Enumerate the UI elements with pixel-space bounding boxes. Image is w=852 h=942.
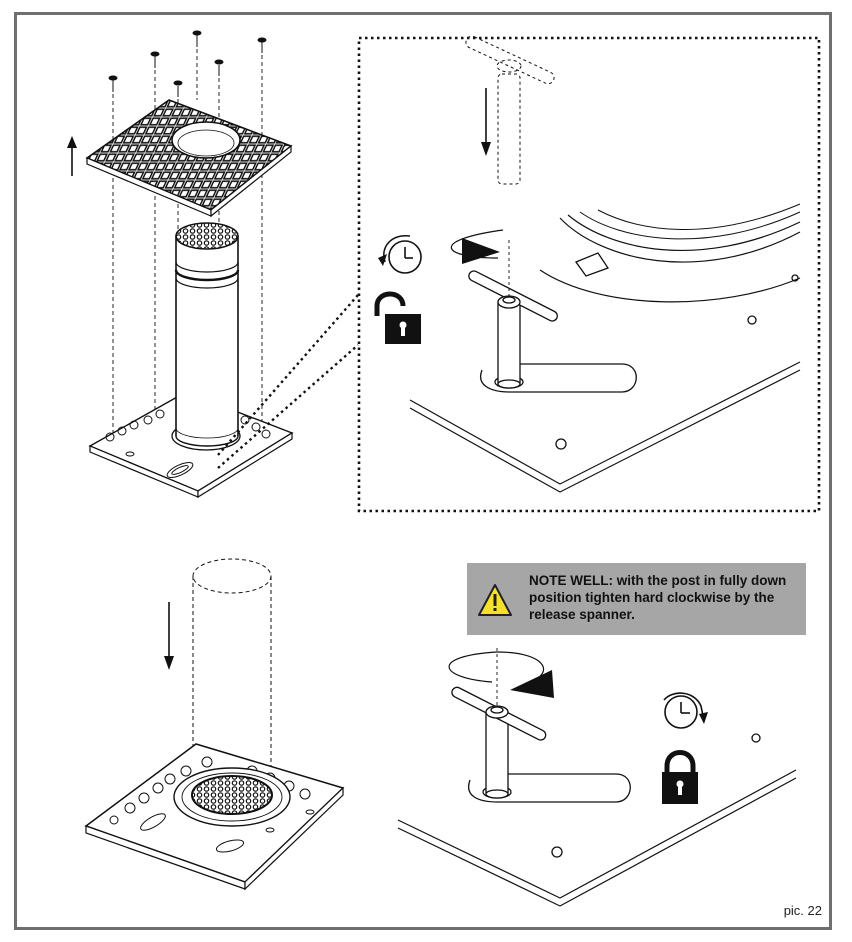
bollard-lowered-view: [84, 558, 345, 891]
figure-label: pic. 22: [783, 903, 822, 918]
note-well-callout: NOTE WELL: with the post in fully down p…: [467, 563, 806, 635]
note-well-text: NOTE WELL: with the post in fully down p…: [529, 573, 787, 622]
callout-leader-lines: [217, 294, 359, 469]
clock-clockwise-icon: [663, 692, 708, 729]
warning-triangle-icon: [478, 584, 512, 616]
padlock-closed-icon: [662, 750, 698, 804]
detail-unlock-view: [374, 35, 801, 493]
figure-frame: [14, 12, 832, 930]
exploded-bollard-assembly: [67, 30, 294, 499]
padlock-open-icon: [374, 291, 421, 344]
detail-lock-view: [397, 648, 797, 907]
detail-inset-frame: [357, 36, 821, 513]
screws: [108, 30, 267, 97]
clock-counterclockwise-icon: [378, 235, 422, 274]
